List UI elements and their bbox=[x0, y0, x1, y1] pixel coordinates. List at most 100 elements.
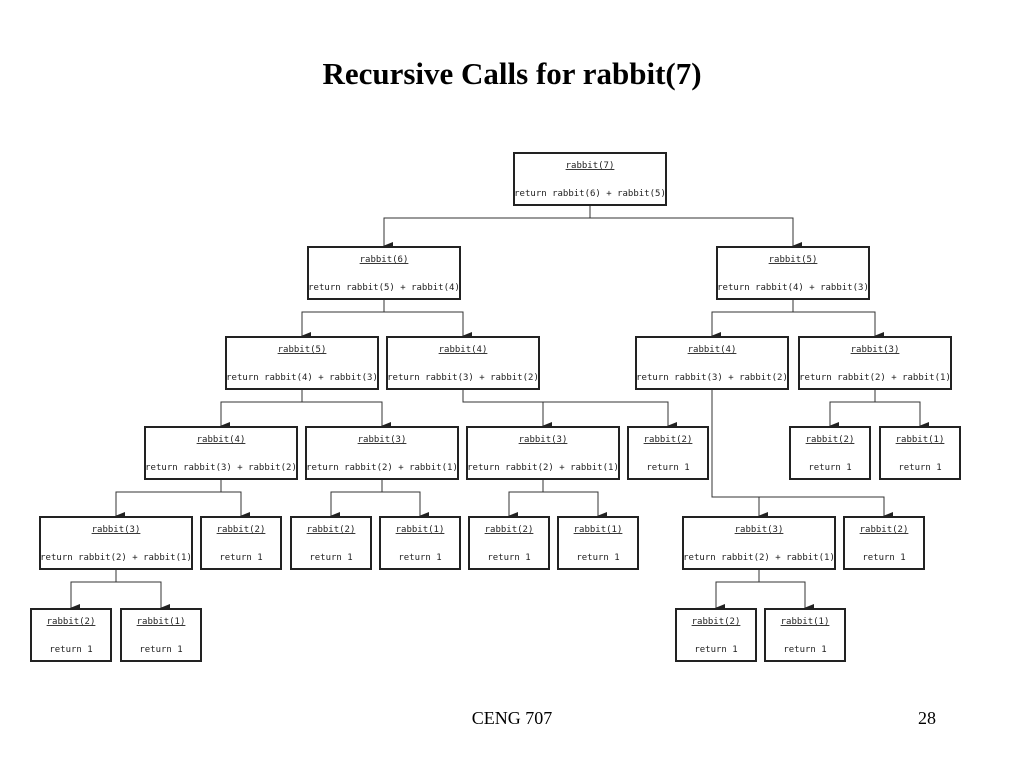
call-node-label: rabbit(2) bbox=[485, 525, 534, 535]
call-node-label: rabbit(2) bbox=[860, 525, 909, 535]
call-node-box bbox=[468, 516, 550, 570]
call-node-label: rabbit(2) bbox=[692, 617, 741, 627]
call-node-box bbox=[513, 152, 667, 206]
call-node-body: return 1 bbox=[219, 553, 262, 563]
call-node: rabbit(1) return 1 bbox=[379, 516, 461, 570]
call-node: rabbit(4)return rabbit(3) + rabbit(2) bbox=[635, 336, 789, 390]
tree-edge bbox=[330, 479, 383, 520]
call-node: rabbit(7) return rabbit(6) + rabbit(5) bbox=[513, 152, 667, 206]
call-node-label: rabbit(2) bbox=[806, 435, 855, 445]
call-node: rabbit(3)return rabbit(2) + rabbit(1) bbox=[682, 516, 836, 570]
call-node-body: return 1 bbox=[898, 463, 941, 473]
call-node-label: rabbit(3) bbox=[735, 525, 784, 535]
call-node-label: rabbit(7) bbox=[566, 161, 615, 171]
tree-edge bbox=[220, 389, 303, 430]
call-node-body: return rabbit(5) + rabbit(4) bbox=[308, 283, 460, 293]
call-node-label: rabbit(2) bbox=[307, 525, 356, 535]
call-node-box bbox=[682, 516, 836, 570]
call-node-body: return rabbit(3) + rabbit(2) bbox=[387, 373, 539, 383]
call-node-label: rabbit(1) bbox=[137, 617, 186, 627]
tree-edge bbox=[711, 299, 794, 340]
edges-layer bbox=[70, 205, 929, 612]
tree-edge bbox=[715, 569, 760, 612]
call-node-body: return 1 bbox=[694, 645, 737, 655]
call-node-body: return 1 bbox=[49, 645, 92, 655]
call-node-label: rabbit(1) bbox=[781, 617, 830, 627]
tree-edge bbox=[301, 389, 391, 430]
tree-edge bbox=[711, 389, 893, 520]
call-node-box bbox=[307, 246, 461, 300]
call-node-body: return 1 bbox=[576, 553, 619, 563]
call-node: rabbit(2) return 1 bbox=[468, 516, 550, 570]
call-node: rabbit(4) return rabbit(3) + rabbit(2) bbox=[144, 426, 298, 480]
call-node-box bbox=[39, 516, 193, 570]
call-node-box bbox=[789, 426, 871, 480]
call-node-body: return 1 bbox=[862, 553, 905, 563]
call-node-body: return rabbit(2) + rabbit(1) bbox=[40, 553, 192, 563]
tree-edge bbox=[829, 389, 876, 430]
call-node-body: return 1 bbox=[646, 463, 689, 473]
call-node-body: return rabbit(3) + rabbit(2) bbox=[636, 373, 788, 383]
call-node-label: rabbit(4) bbox=[439, 345, 488, 355]
call-node-label: rabbit(5) bbox=[769, 255, 818, 265]
tree-edge bbox=[508, 479, 544, 520]
call-node-box bbox=[225, 336, 379, 390]
call-node-body: return rabbit(6) + rabbit(5) bbox=[514, 189, 666, 199]
call-node-label: rabbit(3) bbox=[519, 435, 568, 445]
call-node: rabbit(2) return 1 bbox=[290, 516, 372, 570]
slide-title: Recursive Calls for rabbit(7) bbox=[322, 56, 702, 91]
tree-edge bbox=[758, 569, 814, 612]
call-node: rabbit(1) return 1 bbox=[764, 608, 846, 662]
call-node-body: return 1 bbox=[139, 645, 182, 655]
call-node: rabbit(3)return rabbit(2) + rabbit(1) bbox=[466, 426, 620, 480]
call-node-box bbox=[627, 426, 709, 480]
call-node-body: return 1 bbox=[398, 553, 441, 563]
call-node-box bbox=[305, 426, 459, 480]
call-node-box bbox=[466, 426, 620, 480]
call-node-label: rabbit(3) bbox=[92, 525, 141, 535]
call-node-body: return 1 bbox=[808, 463, 851, 473]
call-node-box bbox=[635, 336, 789, 390]
call-node: rabbit(3)return rabbit(2) + rabbit(1) bbox=[305, 426, 459, 480]
nodes-layer: rabbit(7)return rabbit(6) + rabbit(5)rab… bbox=[30, 152, 961, 662]
call-node-box bbox=[675, 608, 757, 662]
tree-edge bbox=[115, 479, 222, 520]
call-node-label: rabbit(3) bbox=[851, 345, 900, 355]
call-node-label: rabbit(5) bbox=[278, 345, 327, 355]
call-node-box bbox=[290, 516, 372, 570]
page-number: 28 bbox=[918, 708, 936, 728]
call-node-box bbox=[716, 246, 870, 300]
call-node-body: return 1 bbox=[487, 553, 530, 563]
call-node-box bbox=[30, 608, 112, 662]
call-node-box bbox=[879, 426, 961, 480]
call-node-body: return rabbit(2) + rabbit(1) bbox=[306, 463, 458, 473]
tree-edge bbox=[115, 569, 170, 612]
tree-edge bbox=[542, 479, 607, 520]
call-node-box bbox=[843, 516, 925, 570]
footer-course: CENG 707 bbox=[471, 708, 553, 728]
call-node-body: return 1 bbox=[783, 645, 826, 655]
call-node: rabbit(1)return 1 bbox=[879, 426, 961, 480]
call-node-label: rabbit(2) bbox=[644, 435, 693, 445]
call-node-body: return rabbit(4) + rabbit(3) bbox=[717, 283, 869, 293]
call-node-box bbox=[120, 608, 202, 662]
call-node: rabbit(5) return rabbit(4) + rabbit(3) bbox=[225, 336, 379, 390]
call-node: rabbit(5) return rabbit(4) + rabbit(3) bbox=[716, 246, 870, 300]
call-node: rabbit(4) return rabbit(3) + rabbit(2) bbox=[386, 336, 540, 390]
call-node: rabbit(2)return 1 bbox=[30, 608, 112, 662]
call-node-body: return 1 bbox=[309, 553, 352, 563]
call-node-body: return rabbit(4) + rabbit(3) bbox=[226, 373, 378, 383]
call-node-box bbox=[386, 336, 540, 390]
call-node-box bbox=[200, 516, 282, 570]
call-node: rabbit(6)return rabbit(5) + rabbit(4) bbox=[307, 246, 461, 300]
call-node-body: return rabbit(3) + rabbit(2) bbox=[145, 463, 297, 473]
tree-edge bbox=[462, 389, 552, 430]
recursion-tree: rabbit(7)return rabbit(6) + rabbit(5)rab… bbox=[30, 152, 961, 662]
call-node-box bbox=[557, 516, 639, 570]
call-node: rabbit(1)return 1 bbox=[557, 516, 639, 570]
tree-edge bbox=[383, 299, 472, 340]
tree-edge bbox=[874, 389, 929, 430]
tree-edge bbox=[301, 299, 385, 340]
call-node-label: rabbit(4) bbox=[197, 435, 246, 445]
call-node-label: rabbit(1) bbox=[396, 525, 445, 535]
